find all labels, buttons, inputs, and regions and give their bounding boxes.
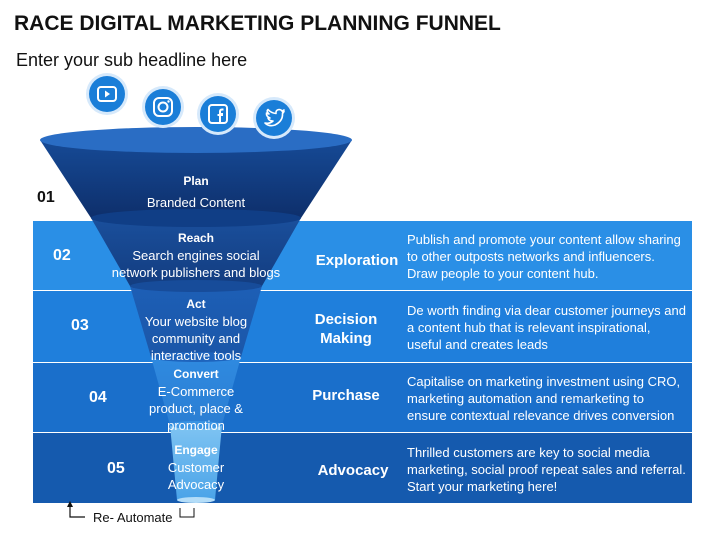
funnel-stage-title: Convert xyxy=(173,367,219,381)
stage-name-decision-making: Decision Making xyxy=(314,311,378,347)
funnel-rim-2 xyxy=(91,209,301,227)
stage-name-advocacy: Advocacy xyxy=(317,462,389,479)
stage-name-exploration: Exploration xyxy=(315,252,399,269)
stage-number-02: 02 xyxy=(53,247,71,264)
funnel-stage-text: Branded Content xyxy=(146,195,246,210)
funnel-segment-engage xyxy=(170,425,222,500)
page-subtitle: Enter your sub headline here xyxy=(16,50,248,70)
funnel-segment-convert xyxy=(151,357,241,425)
youtube-icon[interactable] xyxy=(89,76,125,112)
page-title: RACE DIGITAL MARKETING PLANNING FUNNEL xyxy=(14,12,501,35)
band-04 xyxy=(33,363,692,432)
funnel-segment-reach xyxy=(91,218,301,286)
funnel-stage-title: Engage xyxy=(174,443,218,457)
funnel-rim-top xyxy=(40,127,352,153)
stage-number-01: 01 xyxy=(37,189,55,206)
band-05 xyxy=(33,433,692,503)
funnel-label-convert: Convert E-Commerce product, place & prom… xyxy=(142,366,250,434)
reautomate-label: Re- Automate xyxy=(93,510,173,525)
stage-description-02: Publish and promote your content allow s… xyxy=(407,232,681,281)
instagram-icon[interactable] xyxy=(145,89,181,125)
funnel-rim-3 xyxy=(130,280,262,292)
funnel-stage-title: Reach xyxy=(177,231,215,245)
funnel-rim-bottom xyxy=(177,497,215,503)
funnel-stage-text: E-Commerce product, place & promotion xyxy=(149,384,243,433)
stage-description-04: Capitalise on marketing investment using… xyxy=(407,374,681,423)
funnel-label-plan: Plan Branded Content xyxy=(116,173,276,211)
stage-number-04: 04 xyxy=(89,389,107,406)
funnel-label-engage: Engage Customer Advocacy xyxy=(150,442,242,493)
reautomate-arrow xyxy=(69,505,85,518)
funnel-label-reach: Reach Search engines social network publ… xyxy=(108,230,284,281)
funnel-label-act: Act Your website blog community and inte… xyxy=(136,296,256,364)
funnel-stage-text: Customer Advocacy xyxy=(167,460,225,492)
funnel-stage-text: Search engines social network publishers… xyxy=(111,248,281,280)
funnel-rim-5 xyxy=(170,421,222,429)
funnel-rim-4 xyxy=(151,352,241,362)
funnel-stage-title: Plan xyxy=(183,174,209,188)
facebook-icon[interactable] xyxy=(200,96,236,132)
stage-description-03: De worth finding via dear customer journ… xyxy=(407,303,686,352)
twitter-icon[interactable] xyxy=(256,100,292,136)
funnel-stage-title: Act xyxy=(186,297,206,311)
funnel-segment-plan xyxy=(40,140,352,218)
stage-description-05: Thrilled customers are key to social med… xyxy=(407,445,686,494)
stage-number-03: 03 xyxy=(71,317,89,334)
stage-name-purchase: Purchase xyxy=(312,387,380,404)
funnel-bottom-bracket xyxy=(179,508,195,518)
stage-number-05: 05 xyxy=(107,460,125,477)
funnel-segment-act xyxy=(130,286,262,357)
funnel-stage-text: Your website blog community and interact… xyxy=(144,314,248,363)
